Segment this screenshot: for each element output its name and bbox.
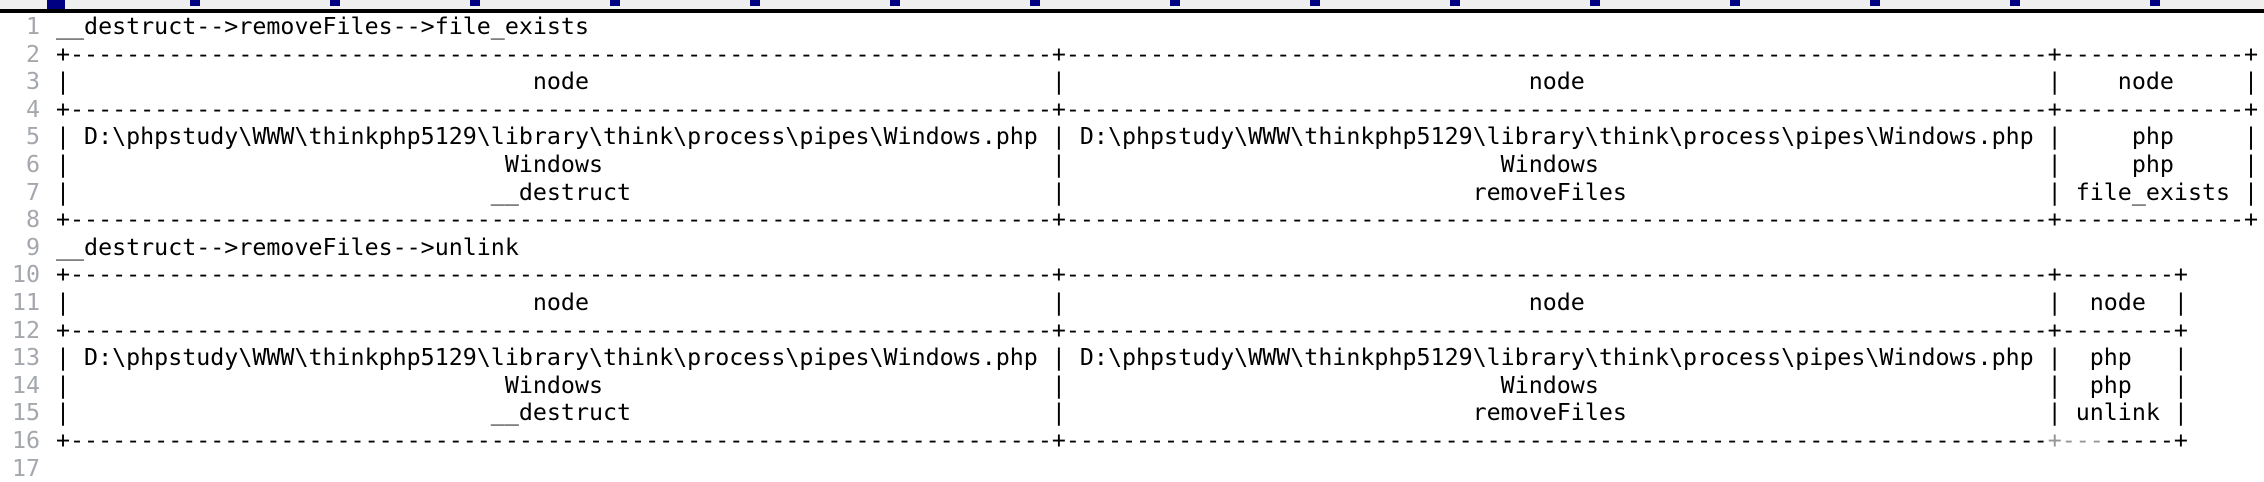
code-line: 2 +--------------------------------------… [0,41,2264,69]
line-number: 3 [0,68,40,96]
line-number: 4 [0,96,40,124]
code-line: 8 +--------------------------------------… [0,206,2264,234]
line-number: 9 [0,234,40,262]
line-number: 11 [0,289,40,317]
code-line: 7 | __destruct | removeFiles | file_exist… [0,179,2264,207]
editor-content[interactable]: 1__destruct-->removeFiles-->file_exists … [0,13,2264,482]
line-number: 17 [0,455,40,482]
code-line: 3 | node | node | node | [0,68,2264,96]
line-number: 13 [0,344,40,372]
line-text: | node | node | node | [56,68,2258,96]
border-segment-muted: +--- [2048,427,2104,454]
line-number: 5 [0,123,40,151]
border-segment: +---------------------------------------… [56,427,2048,454]
code-line: 17 [0,455,2264,482]
line-text: +---------------------------------------… [56,317,2188,345]
line-text: | Windows | Windows | php | [56,151,2258,179]
line-number: 12 [0,317,40,345]
code-line: 13 | D:\phpstudy\WWW\thinkphp5129\library… [0,344,2264,372]
line-number: 8 [0,206,40,234]
clipped-text-lead-mark [47,0,65,9]
code-line: 16 +-------------------------------------… [0,427,2264,455]
line-text: | D:\phpstudy\WWW\thinkphp5129\library\t… [56,344,2188,372]
line-number: 10 [0,261,40,289]
clipped-top-row [0,0,2264,13]
code-line: 6 | Windows | Windows | php | [0,151,2264,179]
line-text: | __destruct | removeFiles | file_exists… [56,179,2258,207]
line-number: 7 [0,179,40,207]
line-number: 6 [0,151,40,179]
clipped-row-divider [0,9,2264,13]
line-text: | node | node | node | [56,289,2188,317]
code-line: 9 __destruct-->removeFiles-->unlink [0,234,2264,262]
code-line: 14 | Windows | Windows | php | [0,372,2264,400]
line-text: | D:\phpstudy\WWW\thinkphp5129\library\t… [56,123,2258,151]
line-text: | __destruct | removeFiles | unlink | [56,399,2188,427]
line-number: 2 [0,41,40,69]
code-line: 1 __destruct-->removeFiles-->file_exists [0,13,2264,41]
line-text: | Windows | Windows | php | [56,372,2188,400]
line-text: +---------------------------------------… [56,427,2188,455]
line-number: 14 [0,372,40,400]
code-line: 5 | D:\phpstudy\WWW\thinkphp5129\library\… [0,123,2264,151]
code-line: 4 +--------------------------------------… [0,96,2264,124]
code-line: 12 +-------------------------------------… [0,317,2264,345]
line-text: __destruct-->removeFiles-->unlink [56,234,519,262]
line-number: 16 [0,427,40,455]
clipped-text-ticks [0,0,2264,6]
line-text: +---------------------------------------… [56,41,2258,69]
code-line: 10 +-------------------------------------… [0,261,2264,289]
code-line: 15 | __destruct | removeFiles | unlink | [0,399,2264,427]
line-text: __destruct-->removeFiles-->file_exists [56,13,589,41]
code-line: 11 | node | node | node | [0,289,2264,317]
line-text: +---------------------------------------… [56,206,2258,234]
border-segment: -----+ [2104,427,2188,454]
line-text: +---------------------------------------… [56,261,2188,289]
line-number: 15 [0,399,40,427]
line-number: 1 [0,13,40,41]
line-text: +---------------------------------------… [56,96,2258,124]
